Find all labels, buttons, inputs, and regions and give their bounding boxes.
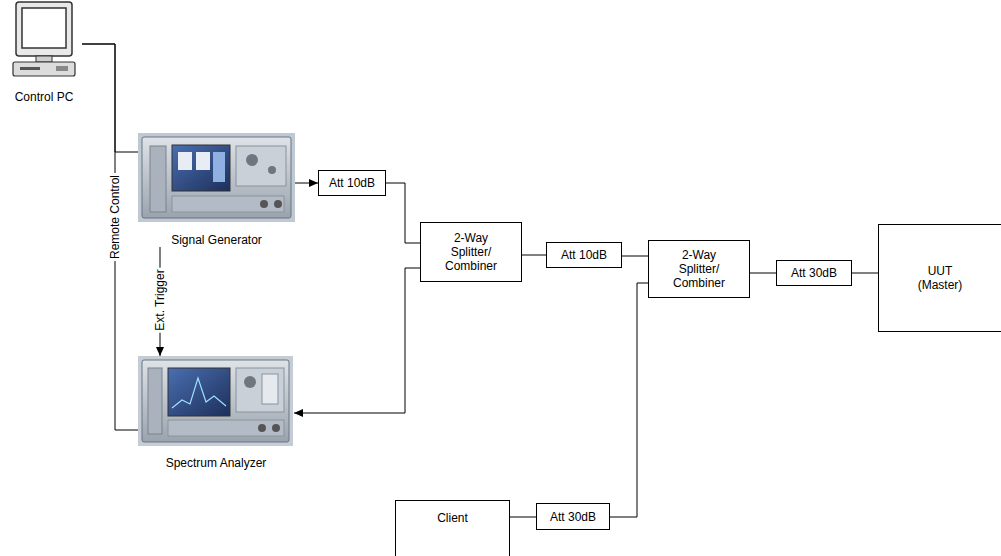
attenuator-box: Att 30dB (776, 260, 852, 286)
signal-generator-picture (138, 133, 295, 222)
spectrum-analyzer-picture (138, 356, 293, 446)
connector (852, 273, 878, 274)
box-label: 2-Way Splitter/ Combiner (668, 248, 730, 290)
attenuator-box: Att 10dB (318, 170, 386, 196)
connector (510, 517, 536, 518)
connector (610, 283, 648, 517)
caption-text: Control PC (15, 90, 74, 104)
box-label: Att 30dB (550, 510, 596, 524)
box-label: Att 10dB (329, 176, 375, 190)
connector-label: Ext. Trigger (153, 267, 167, 332)
splitter-box: 2-Way Splitter/ Combiner (648, 240, 750, 298)
computer-node: Control PC (6, 0, 82, 104)
attenuator-box: Att 10dB (546, 242, 622, 268)
instrument-node: Signal Generator (138, 133, 295, 247)
connector (295, 179, 318, 187)
connector-label: Remote Control (108, 173, 122, 261)
box-label: UUT (Master) (908, 264, 972, 292)
box-label: 2-Way Splitter/ Combiner (440, 231, 502, 273)
connector (750, 273, 776, 274)
client-box: Client (395, 500, 510, 556)
pc-icon (13, 2, 75, 76)
connector (82, 44, 138, 430)
box-label: Att 30dB (791, 266, 837, 280)
connector (82, 44, 138, 152)
instrument-node: Spectrum Analyzer (138, 356, 294, 470)
splitter-box: 2-Way Splitter/ Combiner (420, 222, 522, 282)
box-label: Client (437, 511, 468, 525)
connector (386, 183, 420, 243)
connector (622, 256, 648, 257)
connector (294, 268, 420, 417)
connector (522, 255, 546, 256)
box-label: Att 10dB (561, 248, 607, 262)
caption-text: Spectrum Analyzer (166, 456, 267, 470)
attenuator-box: Att 30dB (536, 503, 610, 530)
device-box: UUT (Master) (878, 224, 1001, 332)
caption-text: Signal Generator (171, 233, 262, 247)
